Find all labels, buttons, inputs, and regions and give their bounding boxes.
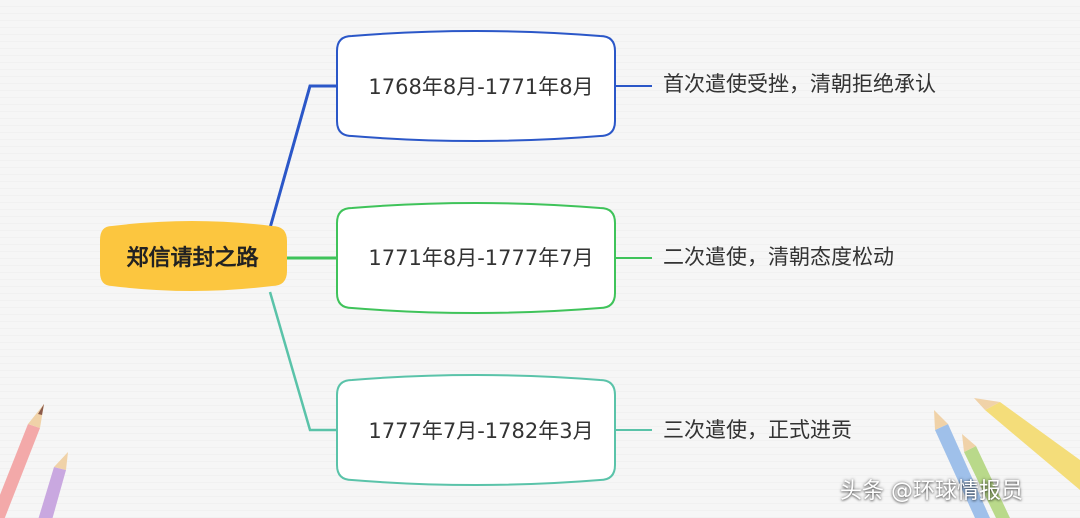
pencil-decoration-right (934, 398, 1080, 518)
branch-1-period: 1768年8月-1771年8月 (368, 75, 594, 99)
root-node-shape (100, 221, 287, 291)
branch-1-shape (336, 30, 616, 142)
watermark-label: 头条 @环球情报员 (840, 479, 1023, 504)
connector-branch-1 (268, 84, 337, 229)
branch-2-description: 二次遣使，清朝态度松动 (663, 245, 894, 269)
branch-2-period: 1771年8月-1777年7月 (368, 246, 594, 270)
branch-2-shape (336, 202, 616, 314)
branch-3-shape (336, 374, 616, 486)
connector-branch-3 (268, 291, 337, 432)
branch-1-description: 首次遣使受挫，清朝拒绝承认 (663, 72, 936, 96)
pencil-decoration-left (0, 404, 68, 518)
root-node-label: 郑信请封之路 (126, 246, 259, 271)
branch-3-description: 三次遣使，正式进贡 (663, 418, 852, 442)
branch-3-period: 1777年7月-1782年3月 (368, 419, 594, 443)
